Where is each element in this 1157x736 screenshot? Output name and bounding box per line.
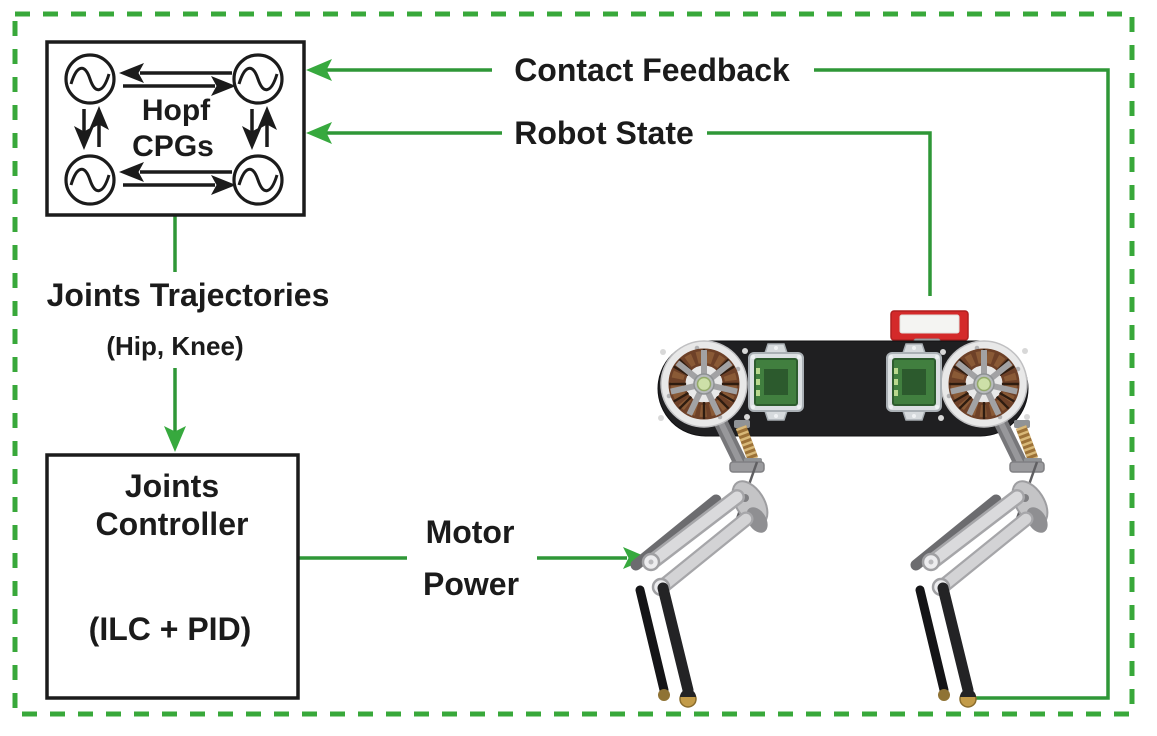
coupling-arrowhead-down-icon bbox=[242, 126, 262, 150]
controller-label-line3: (ILC + PID) bbox=[89, 611, 252, 647]
robot-state-line-right bbox=[707, 131, 932, 296]
coupling-arrowhead-left-icon bbox=[119, 162, 144, 182]
contact-feedback-arrowhead-icon bbox=[306, 59, 332, 81]
hip-motor-icon bbox=[941, 341, 1027, 427]
joints-trajectories-arrowhead-icon bbox=[164, 426, 186, 452]
joints-trajectories-label: Joints Trajectories bbox=[47, 277, 330, 313]
red-module bbox=[890, 310, 969, 341]
robot-state-arrowhead-icon bbox=[306, 122, 332, 144]
hopf-cpg-box: Hopf CPGs bbox=[45, 40, 306, 217]
contact-feedback-line-right bbox=[814, 68, 1110, 700]
pcb-board-icon bbox=[886, 343, 942, 421]
coupling-arrowhead-left-icon bbox=[119, 63, 144, 83]
coupling-arrowhead-up-icon bbox=[89, 106, 109, 130]
controller-label-line2: Controller bbox=[96, 506, 249, 542]
motor-power-label-line2: Power bbox=[423, 566, 519, 602]
cpg-label-line2: CPGs bbox=[132, 130, 214, 163]
controller-label-line1: Joints bbox=[125, 468, 219, 504]
coupling-arrows bbox=[74, 63, 277, 195]
dashed-border bbox=[12, 11, 1135, 717]
oscillator-icon bbox=[232, 53, 284, 105]
joints-controller-box: Joints Controller (ILC + PID) bbox=[45, 453, 300, 700]
motor-power-label-line1: Motor bbox=[426, 514, 515, 550]
cpg-label-line1: Hopf bbox=[142, 94, 211, 127]
hip-motor-icon bbox=[661, 341, 747, 427]
oscillator-icon bbox=[232, 154, 284, 206]
coupling-arrowhead-up-icon bbox=[257, 106, 277, 130]
controller-box-frame bbox=[45, 453, 300, 700]
coupling-arrowhead-down-icon bbox=[74, 126, 94, 150]
robot-state-label: Robot State bbox=[514, 115, 694, 151]
signal-lines bbox=[173, 68, 1110, 700]
oscillator-icon bbox=[64, 53, 116, 105]
oscillators bbox=[64, 53, 284, 206]
robot-image bbox=[636, 310, 1055, 707]
contact-feedback-label: Contact Feedback bbox=[514, 52, 790, 88]
joints-trajectories-sublabel: (Hip, Knee) bbox=[106, 331, 243, 361]
pcb-board-icon bbox=[748, 343, 804, 421]
coupling-arrowhead-right-icon bbox=[211, 76, 236, 96]
body-screws bbox=[658, 348, 1030, 421]
oscillator-icon bbox=[64, 154, 116, 206]
coupling-arrowhead-right-icon bbox=[211, 175, 236, 195]
